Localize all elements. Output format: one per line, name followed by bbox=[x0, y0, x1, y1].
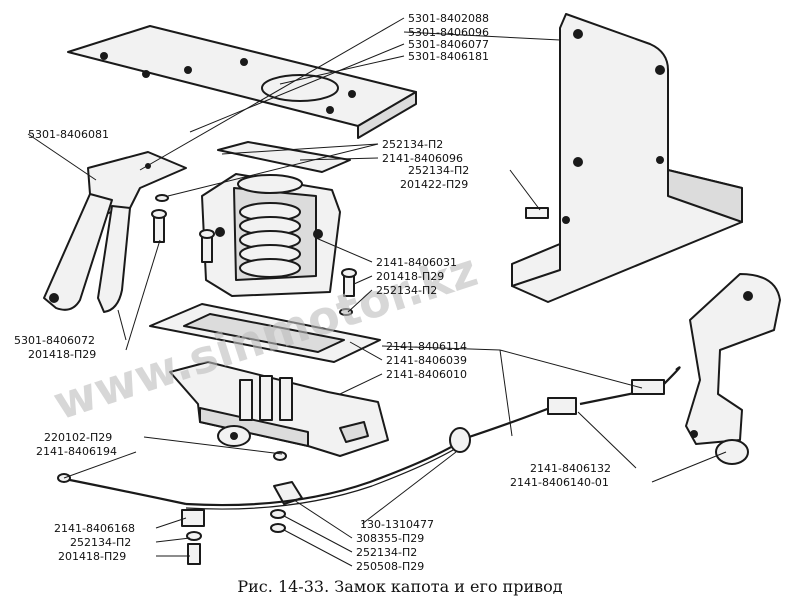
lock-base bbox=[169, 361, 389, 457]
label-2141-8406140-01: 2141-8406140-01 bbox=[510, 476, 609, 489]
label-220102-p29: 220102-П29 bbox=[44, 431, 112, 444]
label-201418-p29-c: 201418-П29 bbox=[58, 550, 126, 563]
label-5301-8406077: 5301-8406077 bbox=[408, 38, 489, 51]
label-252134-p2-b: 252134-П2 bbox=[408, 164, 469, 177]
leader-lines bbox=[27, 17, 727, 567]
label-201422-p29: 201422-П29 bbox=[400, 178, 468, 191]
label-2141-8406031: 2141-8406031 bbox=[376, 256, 457, 269]
side-bracket bbox=[511, 13, 743, 303]
label-252134-p2-e: 252134-П2 bbox=[356, 546, 417, 559]
label-130-1310477: 130-1310477 bbox=[360, 518, 434, 531]
lock-body bbox=[201, 173, 341, 297]
part-labels: 5301-8402088 5301-8406096 5301-8406077 5… bbox=[14, 12, 611, 573]
label-252134-p2-a: 252134-П2 bbox=[382, 138, 443, 151]
cables bbox=[57, 366, 681, 510]
label-201418-p29-b: 201418-П29 bbox=[28, 348, 96, 361]
label-5301-8406181: 5301-8406181 bbox=[408, 50, 489, 63]
label-5301-8406072: 5301-8406072 bbox=[14, 334, 95, 347]
label-5301-8406096: 5301-8406096 bbox=[408, 26, 489, 39]
label-2141-8406132: 2141-8406132 bbox=[530, 462, 611, 475]
label-201418-p29-a: 201418-П29 bbox=[376, 270, 444, 283]
label-2141-8406194: 2141-8406194 bbox=[36, 445, 117, 458]
label-2141-8406039: 2141-8406039 bbox=[386, 354, 467, 367]
small-plate bbox=[217, 141, 351, 173]
label-2141-8406168: 2141-8406168 bbox=[54, 522, 135, 535]
label-2141-8406096: 2141-8406096 bbox=[382, 152, 463, 165]
label-252134-p2-c: 252134-П2 bbox=[376, 284, 437, 297]
label-5301-8406081: 5301-8406081 bbox=[28, 128, 109, 141]
release-handle bbox=[685, 273, 781, 465]
top-plate bbox=[67, 25, 417, 139]
gasket-plate bbox=[149, 303, 381, 363]
label-5301-8402088: 5301-8402088 bbox=[408, 12, 489, 25]
label-2141-8406010: 2141-8406010 bbox=[386, 368, 467, 381]
label-250508-p29: 250508-П29 bbox=[356, 560, 424, 573]
fasteners bbox=[151, 194, 549, 565]
label-2141-8406114: 2141-8406114 bbox=[386, 340, 467, 353]
figure-caption: Рис. 14-33. Замок капота и его привод bbox=[237, 577, 562, 596]
safety-hook bbox=[43, 151, 187, 313]
label-252134-p2-d: 252134-П2 bbox=[70, 536, 131, 549]
label-308355-p29: 308355-П29 bbox=[356, 532, 424, 545]
